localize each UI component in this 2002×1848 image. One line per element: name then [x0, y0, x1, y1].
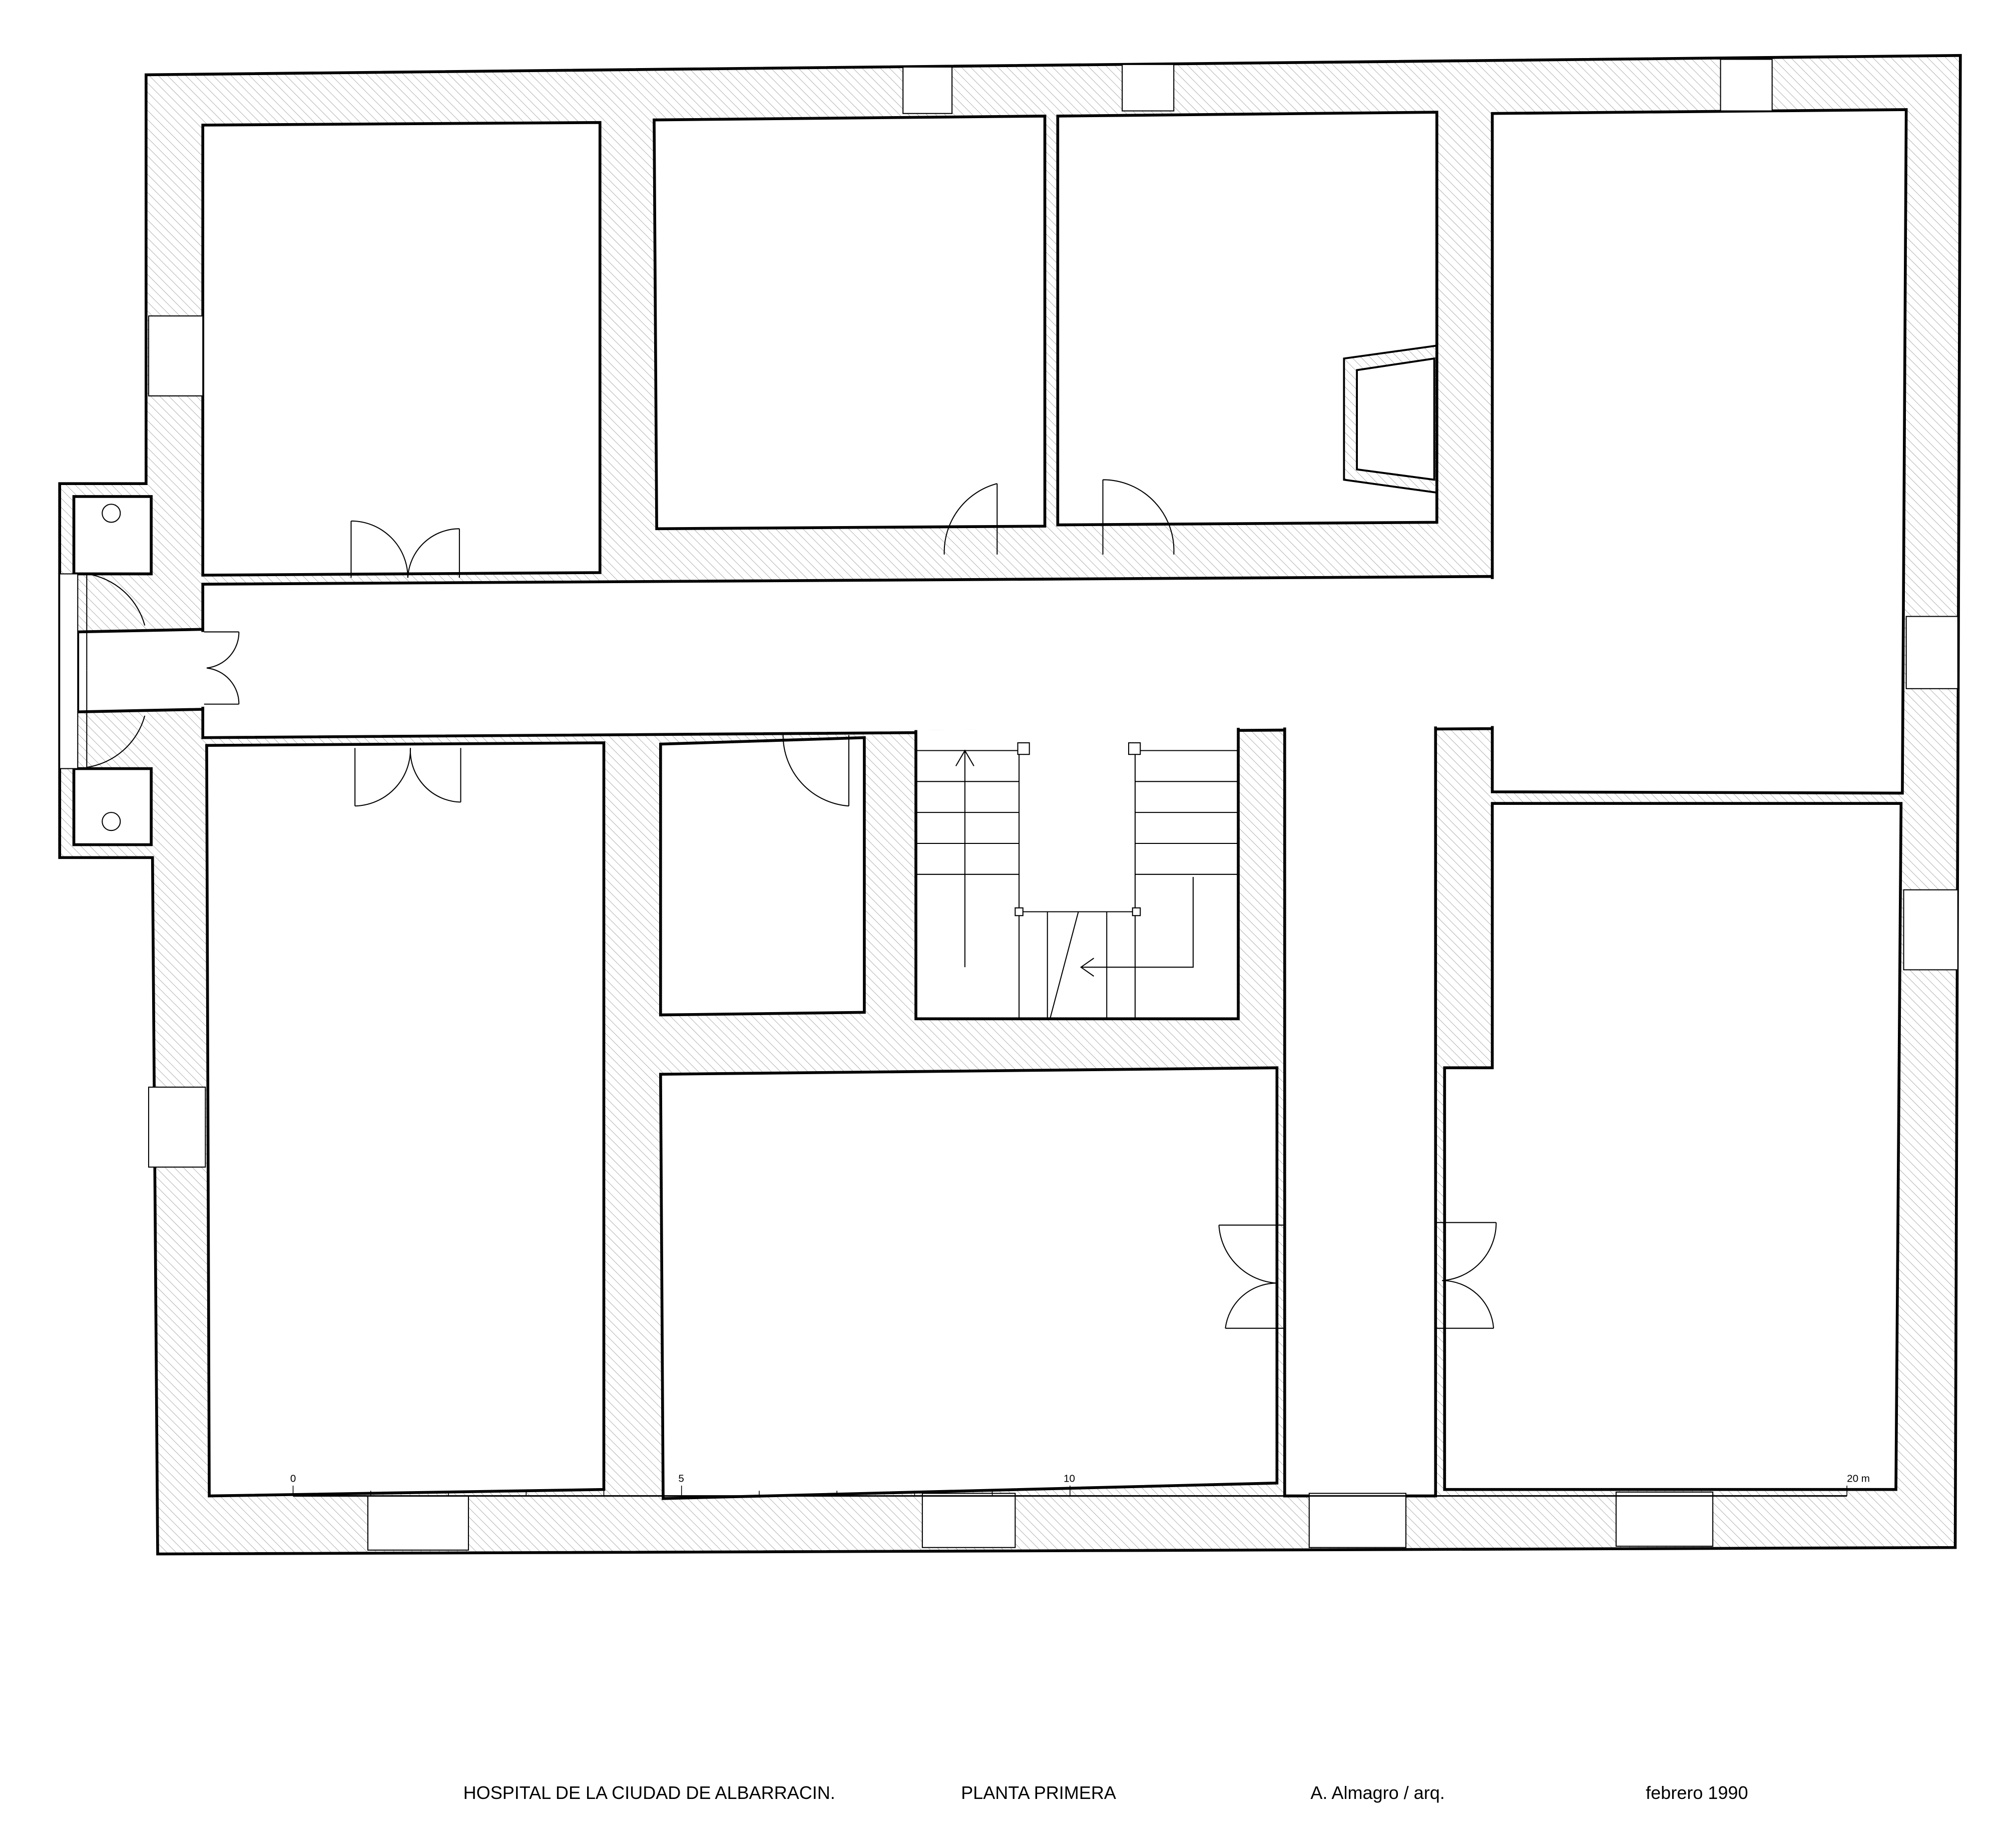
windows	[59, 59, 1958, 1551]
room-se	[1443, 802, 1903, 1491]
date: febrero 1990	[1646, 1782, 1748, 1803]
door-swing	[350, 520, 408, 578]
window	[1720, 59, 1773, 112]
room-sw	[205, 741, 606, 1498]
scale-label-5: 5	[678, 1473, 684, 1484]
door-swing	[1218, 1224, 1285, 1329]
fixture-circle	[102, 504, 121, 523]
scale-label-10: 10	[1064, 1473, 1075, 1484]
door-swing	[1435, 1222, 1497, 1329]
room-n2	[653, 115, 1047, 531]
rooms-fill	[80, 112, 1904, 1494]
door-swing	[409, 748, 461, 803]
door-swing	[86, 573, 146, 671]
window	[59, 573, 79, 769]
door-swing	[782, 735, 850, 807]
title-block: HOSPITAL DE LA CIUDAD DE ALBARRACIN. PLA…	[463, 1782, 1748, 1803]
fixture-circle	[102, 812, 121, 831]
scale-label-20: 20 m	[1847, 1473, 1870, 1484]
drawing-title: HOSPITAL DE LA CIUDAD DE ALBARRACIN.	[463, 1782, 835, 1803]
door-swing	[1102, 479, 1175, 555]
window	[148, 1086, 206, 1168]
room-s	[659, 1066, 1279, 1500]
door-swing	[204, 631, 240, 705]
annex-north	[72, 495, 153, 576]
room-nw	[201, 121, 602, 577]
door-swing	[407, 528, 460, 578]
window	[921, 1493, 1016, 1548]
scale-bar: 0 5 10 20 m	[290, 1473, 1870, 1497]
door-swing	[354, 748, 411, 807]
window	[1122, 64, 1175, 112]
doors	[86, 479, 1497, 1329]
room-small	[659, 736, 866, 1017]
window	[148, 315, 204, 396]
stair-arrow	[1080, 876, 1194, 977]
stair-arrow	[955, 749, 974, 968]
scale-label-0: 0	[290, 1473, 296, 1484]
window	[1308, 1493, 1407, 1548]
window	[1615, 1491, 1714, 1547]
window	[902, 66, 953, 114]
staircase	[915, 742, 1239, 1019]
window	[1905, 616, 1958, 689]
fireplace-hearth	[1356, 357, 1435, 481]
stair-hall	[914, 724, 1240, 1021]
author: A. Almagro / arq.	[1310, 1782, 1444, 1803]
window	[1903, 889, 1958, 971]
room-n3	[1056, 111, 1438, 527]
door-swing	[86, 670, 146, 768]
sheet-name: PLANTA PRIMERA	[961, 1782, 1116, 1803]
window	[367, 1495, 469, 1551]
door-swing	[943, 483, 998, 555]
annex-south	[72, 767, 153, 846]
